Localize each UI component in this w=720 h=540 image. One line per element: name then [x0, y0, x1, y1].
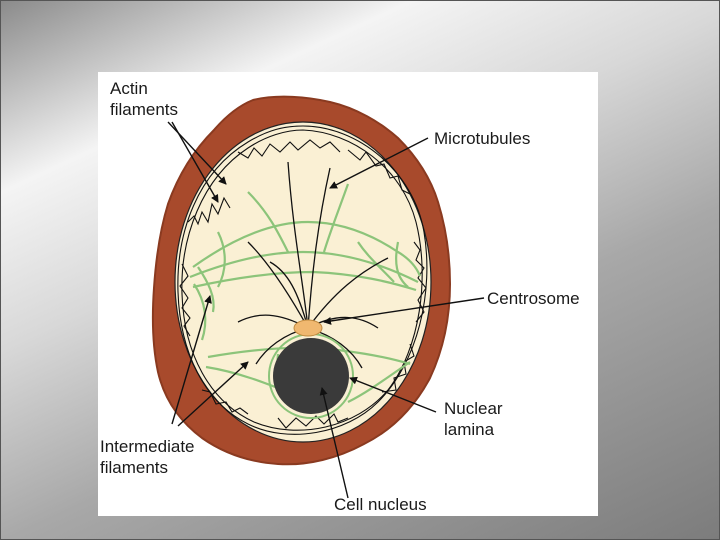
centrosome — [293, 319, 323, 337]
label-actin-line-2: filaments — [110, 100, 179, 119]
pointer-lines — [167, 121, 485, 499]
cell-nucleus — [273, 338, 349, 414]
label-intermediate-line-2: filaments — [100, 458, 169, 477]
label-cell-nucleus-text: Cell nucleus — [334, 495, 427, 514]
label-microtubules-text: Microtubules — [434, 129, 531, 148]
label-centrosome: Centrosome — [487, 288, 580, 309]
diagram-panel: Actin filaments Microtubules Centrosome … — [98, 72, 598, 516]
label-actin-line-1: Actin — [110, 79, 148, 98]
label-nuclear-line-1: Nuclear — [444, 399, 503, 418]
label-nuclear-lamina: Nuclear lamina — [444, 398, 503, 440]
label-intermediate-filaments: Intermediate filaments — [100, 436, 195, 478]
cytoplasm — [174, 121, 432, 443]
cell-diagram — [151, 95, 485, 499]
label-centrosome-text: Centrosome — [487, 289, 580, 308]
label-microtubules: Microtubules — [434, 128, 530, 149]
label-actin-filaments: Actin filaments — [110, 78, 178, 120]
label-nuclear-line-2: lamina — [444, 420, 495, 439]
label-cell-nucleus: Cell nucleus — [334, 494, 427, 515]
label-intermediate-line-1: Intermediate — [100, 437, 195, 456]
